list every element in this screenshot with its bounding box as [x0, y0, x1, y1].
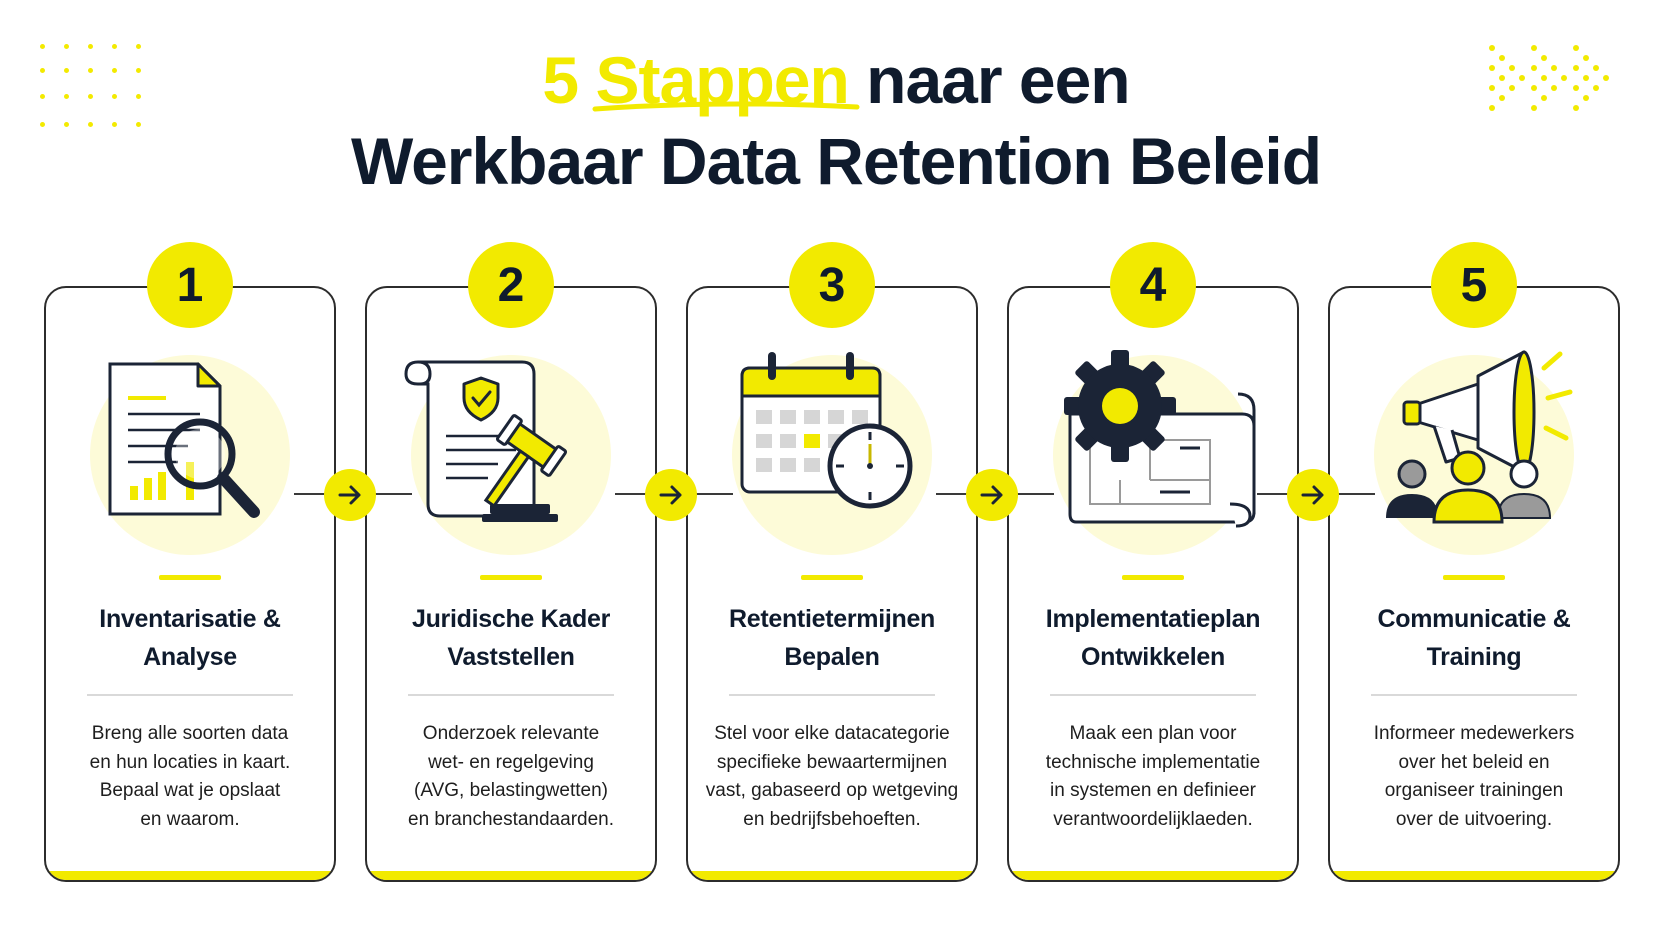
page-title: 5 Stappen naar een Werkbaar Data Retenti… — [0, 40, 1672, 202]
description-line: verantwoordelijklaeden. — [1053, 808, 1253, 830]
description-line: over het beleid en — [1398, 751, 1550, 773]
step-description-4: Maak een plan voor technische implementa… — [1007, 720, 1299, 834]
title-accent-bar — [1122, 575, 1184, 580]
step-title-line: Inventarisatie & — [99, 605, 281, 633]
description-line: Breng alle soorten data — [91, 723, 289, 744]
description-line: en branchestandaarden. — [408, 808, 614, 830]
title-line2: Werkbaar Data Retention Beleid — [350, 124, 1322, 198]
description-line: en hun locaties in kaart. — [89, 751, 291, 773]
title-underline-swoosh — [592, 101, 860, 112]
step-title-line: Implementatieplan — [1045, 605, 1261, 633]
card-divider — [1050, 694, 1256, 696]
step-title-line: Retentietermijnen — [728, 605, 936, 633]
decorative-dots-left — [40, 44, 150, 140]
description-line: Stel voor elke datacategorie — [714, 723, 950, 744]
step-title-line: Ontwikkelen — [1081, 643, 1225, 671]
step-title-line: Analyse — [143, 643, 237, 671]
decorative-chevrons-right — [1489, 45, 1609, 111]
step-number-3: 3 — [789, 242, 875, 328]
step-title-5: Communicatie & Training — [1328, 600, 1620, 676]
arrow-right-icon — [1287, 469, 1339, 521]
step-description-1: Breng alle soorten data en hun locaties … — [44, 720, 336, 834]
legal-scroll-gavel-icon — [404, 360, 568, 522]
step-title-1: Inventarisatie & Analyse — [44, 600, 336, 676]
description-line: organiseer trainingen — [1384, 780, 1564, 801]
step-description-3: Stel voor elke datacategorie specifieke … — [686, 720, 978, 834]
description-line: en waarom. — [140, 808, 240, 830]
arrow-right-icon — [966, 469, 1018, 521]
description-line: en bedrijfsbehoeften. — [743, 808, 921, 830]
description-line: Informeer medewerkers — [1373, 723, 1575, 744]
description-line: technische implementatie — [1045, 751, 1261, 773]
step-number-4: 4 — [1110, 242, 1196, 328]
description-line: Onderzoek relevante — [422, 723, 600, 744]
step-number-5: 5 — [1431, 242, 1517, 328]
description-line: (AVG, belastingwetten) — [414, 780, 608, 801]
arrow-right-icon — [324, 469, 376, 521]
title-accent-bar — [801, 575, 863, 580]
card-divider — [729, 694, 935, 696]
description-line: Bepaal wat je opslaat — [99, 780, 281, 801]
description-line: in systemen en definieer — [1050, 780, 1256, 801]
document-search-icon — [108, 362, 260, 518]
step-title-line: Training — [1426, 643, 1522, 671]
title-accent-bar — [1443, 575, 1505, 580]
step-number-2: 2 — [468, 242, 554, 328]
step-title-line: Communicatie & — [1377, 605, 1571, 633]
step-title-line: Vaststellen — [447, 643, 575, 671]
step-description-2: Onderzoek relevante wet- en regelgeving … — [365, 720, 657, 834]
description-line: Maak een plan voor — [1069, 723, 1237, 744]
calendar-clock-icon — [740, 352, 913, 509]
step-number-1: 1 — [147, 242, 233, 328]
title-accent-bar — [480, 575, 542, 580]
step-description-5: Informeer medewerkers over het beleid en… — [1328, 720, 1620, 834]
megaphone-people-icon — [1386, 350, 1573, 524]
title-highlight-number: 5 — [542, 43, 579, 117]
description-line: wet- en regelgeving — [428, 751, 594, 773]
title-highlight-word: Stappen — [592, 40, 860, 120]
description-line: over de uitvoering. — [1395, 808, 1553, 830]
title-line1-rest: naar een — [866, 43, 1130, 117]
step-title-line: Bepalen — [784, 643, 880, 671]
description-line: vast, gabaseerd op wetgeving — [705, 780, 959, 801]
gear-blueprint-icon — [1064, 350, 1256, 528]
step-title-line: Juridische Kader — [411, 605, 611, 633]
arrow-right-icon — [645, 469, 697, 521]
description-line: specifieke bewaartermijnen — [716, 751, 948, 773]
card-divider — [87, 694, 293, 696]
card-divider — [1371, 694, 1577, 696]
title-accent-bar — [159, 575, 221, 580]
card-divider — [408, 694, 614, 696]
